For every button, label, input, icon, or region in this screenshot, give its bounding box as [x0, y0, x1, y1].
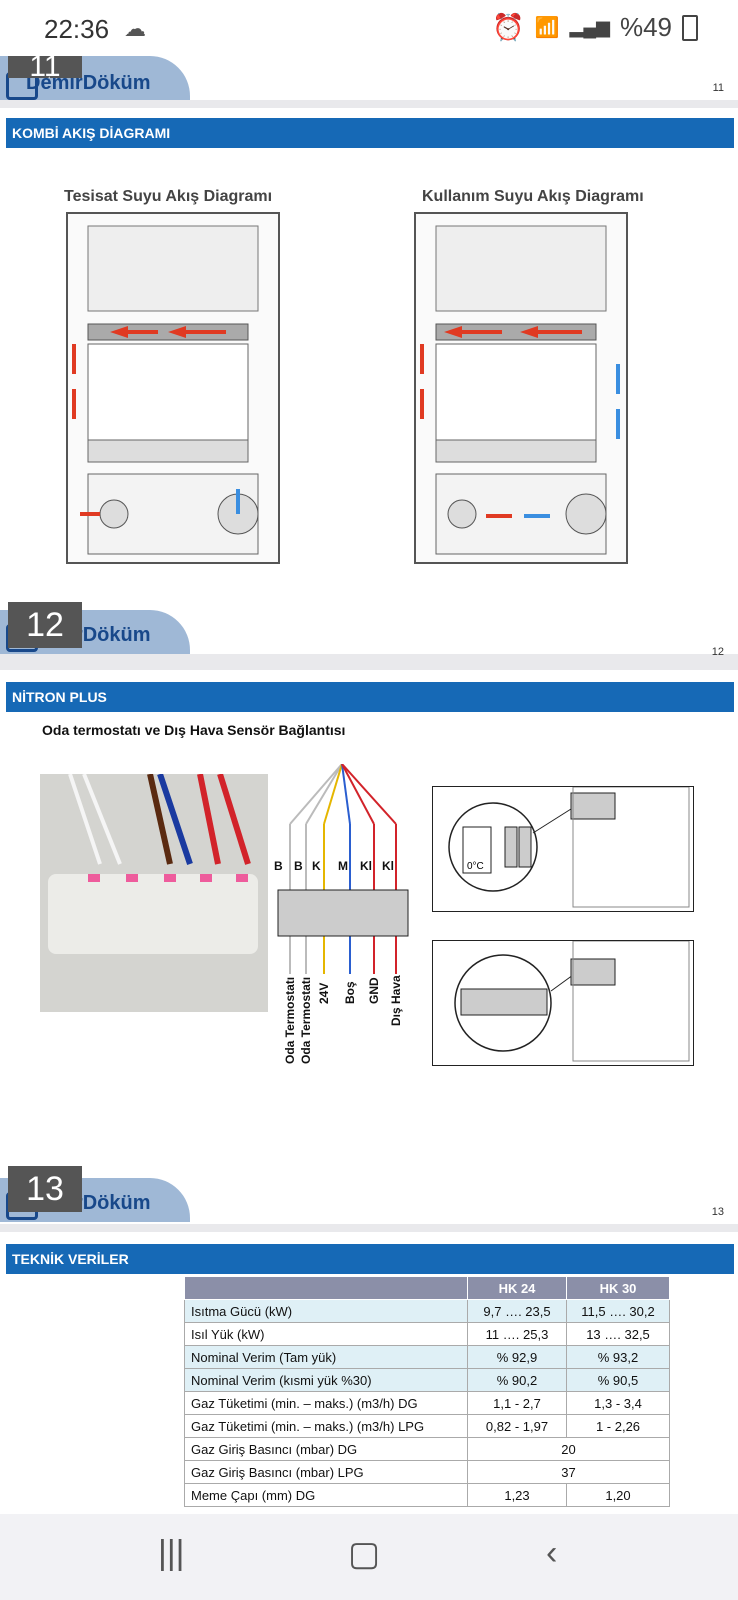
connection-subtitle: Oda termostatı ve Dış Hava Sensör Bağlan…	[42, 722, 346, 738]
back-icon[interactable]: ‹	[546, 1534, 558, 1572]
table-cell: % 93,2	[566, 1345, 670, 1369]
page-number-box: 12	[8, 602, 82, 648]
boiler-right-drawing	[420, 225, 620, 555]
home-icon[interactable]: ▢	[348, 1535, 381, 1573]
terminal-photo-drawing	[40, 773, 268, 1012]
page-11: DemirDöküm 11 :★ 11	[0, 56, 738, 100]
page-12: KOMBİ AKIŞ DİAGRAMI Tesisat Suyu Akış Di…	[0, 108, 738, 658]
terminal-label: Oda Termostatı	[299, 977, 313, 1064]
table-cell: Meme Çapı (mm) DG	[184, 1483, 468, 1507]
table-row: Isıtma Gücü (kW) 9,7 …. 23,5 11,5 …. 30,…	[184, 1299, 670, 1323]
table-cell: 13 …. 32,5	[566, 1322, 670, 1346]
boiler-diagram-right	[414, 212, 628, 564]
wire-letter: B	[274, 859, 283, 873]
navigation-bar: ||| ▢ ‹	[0, 1514, 738, 1600]
table-header-cell	[184, 1276, 468, 1300]
table-cell: 11 …. 25,3	[467, 1322, 567, 1346]
terminal-label: Dış Hava	[389, 975, 403, 1026]
wire-letter: K	[312, 859, 321, 873]
table-cell: 1 - 2,26	[566, 1414, 670, 1438]
wire-letter: Kl	[360, 859, 372, 873]
wire-letter: M	[338, 859, 348, 873]
table-cell: Isıl Yük (kW)	[184, 1322, 468, 1346]
table-cell: 1,3 - 3,4	[566, 1391, 670, 1415]
status-bar: 22:36 ☁ ⏰ 📶 ▂▄▆ %49	[0, 0, 738, 56]
table-cell: % 92,9	[467, 1345, 567, 1369]
thermostat-unit: 0°C	[467, 861, 484, 872]
table-header: HK 24 HK 30	[184, 1276, 670, 1300]
table-cell: 20	[467, 1437, 670, 1461]
table-row: Nominal Verim (Tam yük) % 92,9 % 93,2	[184, 1345, 670, 1369]
table-cell: Isıtma Gücü (kW)	[184, 1299, 468, 1323]
page-number-box: 13	[8, 1166, 82, 1212]
detail-box-thermostat-drawing: 0°C	[448, 786, 690, 908]
table-cell: Gaz Giriş Basıncı (mbar) LPG	[184, 1460, 468, 1484]
detail-box-sensor-drawing	[454, 940, 690, 1062]
terminal-photo	[40, 773, 268, 1012]
status-icons: ⏰ 📶 ▂▄▆ %49	[492, 12, 698, 43]
cloud-icon: ☁	[124, 16, 146, 41]
table-header-cell: HK 30	[566, 1276, 670, 1300]
table-cell: 37	[467, 1460, 670, 1484]
wire-letter: Kl	[382, 859, 394, 873]
table-cell: Gaz Giriş Basıncı (mbar) DG	[184, 1437, 468, 1461]
table-row: Nominal Verim (kısmi yük %30) % 90,2 % 9…	[184, 1368, 670, 1392]
table-row: Gaz Tüketimi (min. – maks.) (m3/h) DG 1,…	[184, 1391, 670, 1415]
boiler-left-drawing	[72, 225, 259, 555]
diagram-left-title: Tesisat Suyu Akış Diagramı	[64, 188, 273, 205]
detail-box-sensor	[432, 940, 694, 1066]
table-row: Gaz Tüketimi (min. – maks.) (m3/h) LPG 0…	[184, 1414, 670, 1438]
wifi-icon: 📶	[534, 17, 560, 39]
section-title-bar: NİTRON PLUS	[6, 682, 734, 712]
star-icon: :★	[27, 72, 62, 79]
recent-apps-icon[interactable]: |||	[158, 1534, 185, 1572]
status-time: 22:36	[44, 14, 110, 44]
table-cell: 9,7 …. 23,5	[467, 1299, 567, 1323]
boiler-diagram-left	[66, 212, 280, 564]
wire-letters: B B K M Kl Kl	[274, 859, 394, 873]
page-number-box: 11 :★	[8, 56, 82, 78]
tech-specs-table: HK 24 HK 30 Isıtma Gücü (kW) 9,7 …. 23,5…	[184, 1276, 670, 1507]
table-cell: % 90,2	[467, 1368, 567, 1392]
table-row: Meme Çapı (mm) DG 1,23 1,20	[184, 1483, 670, 1507]
page-number-small: 12	[711, 646, 724, 658]
table-cell: Gaz Tüketimi (min. – maks.) (m3/h) LPG	[184, 1414, 468, 1438]
section-title-bar: KOMBİ AKIŞ DİAGRAMI	[6, 118, 734, 148]
wiring-diagram: B B K M Kl Kl Oda Termostatı Oda Termost…	[274, 764, 409, 1064]
detail-box-thermostat: 0°C	[432, 786, 694, 912]
battery-icon	[682, 14, 698, 41]
battery-percent: %49	[619, 12, 672, 42]
signal-icon: ▂▄▆	[569, 17, 610, 37]
table-header-cell: HK 24	[467, 1276, 567, 1300]
table-cell: 1,23	[467, 1483, 567, 1507]
table-row: Gaz Giriş Basıncı (mbar) LPG 37	[184, 1460, 670, 1484]
page-13: NİTRON PLUS Oda termostatı ve Dış Hava S…	[0, 670, 738, 1224]
page-number-small: 11	[712, 82, 724, 94]
terminal-labels: Oda Termostatı Oda Termostatı 24V Boş GN…	[283, 975, 403, 1064]
table-row: Isıl Yük (kW) 11 …. 25,3 13 …. 32,5	[184, 1322, 670, 1346]
terminal-label: Oda Termostatı	[283, 977, 297, 1064]
section-title-bar: TEKNİK VERİLER	[6, 1244, 734, 1274]
table-cell: 0,82 - 1,97	[467, 1414, 567, 1438]
table-row: Gaz Giriş Basıncı (mbar) DG 20	[184, 1437, 670, 1461]
alarm-icon: ⏰	[492, 12, 525, 42]
diagram-right-title: Kullanım Suyu Akış Diagramı	[422, 188, 644, 205]
table-cell: 11,5 …. 30,2	[566, 1299, 670, 1323]
table-cell: % 90,5	[566, 1368, 670, 1392]
table-cell: Nominal Verim (kısmi yük %30)	[184, 1368, 468, 1392]
table-cell: 1,1 - 2,7	[467, 1391, 567, 1415]
terminal-label: Boş	[343, 981, 357, 1004]
wire-letter: B	[294, 859, 303, 873]
table-cell: 1,20	[566, 1483, 670, 1507]
table-cell: Nominal Verim (Tam yük)	[184, 1345, 468, 1369]
terminal-label: 24V	[317, 983, 331, 1004]
page-number-small: 13	[711, 1206, 724, 1218]
terminal-label: GND	[367, 977, 381, 1004]
table-cell: Gaz Tüketimi (min. – maks.) (m3/h) DG	[184, 1391, 468, 1415]
